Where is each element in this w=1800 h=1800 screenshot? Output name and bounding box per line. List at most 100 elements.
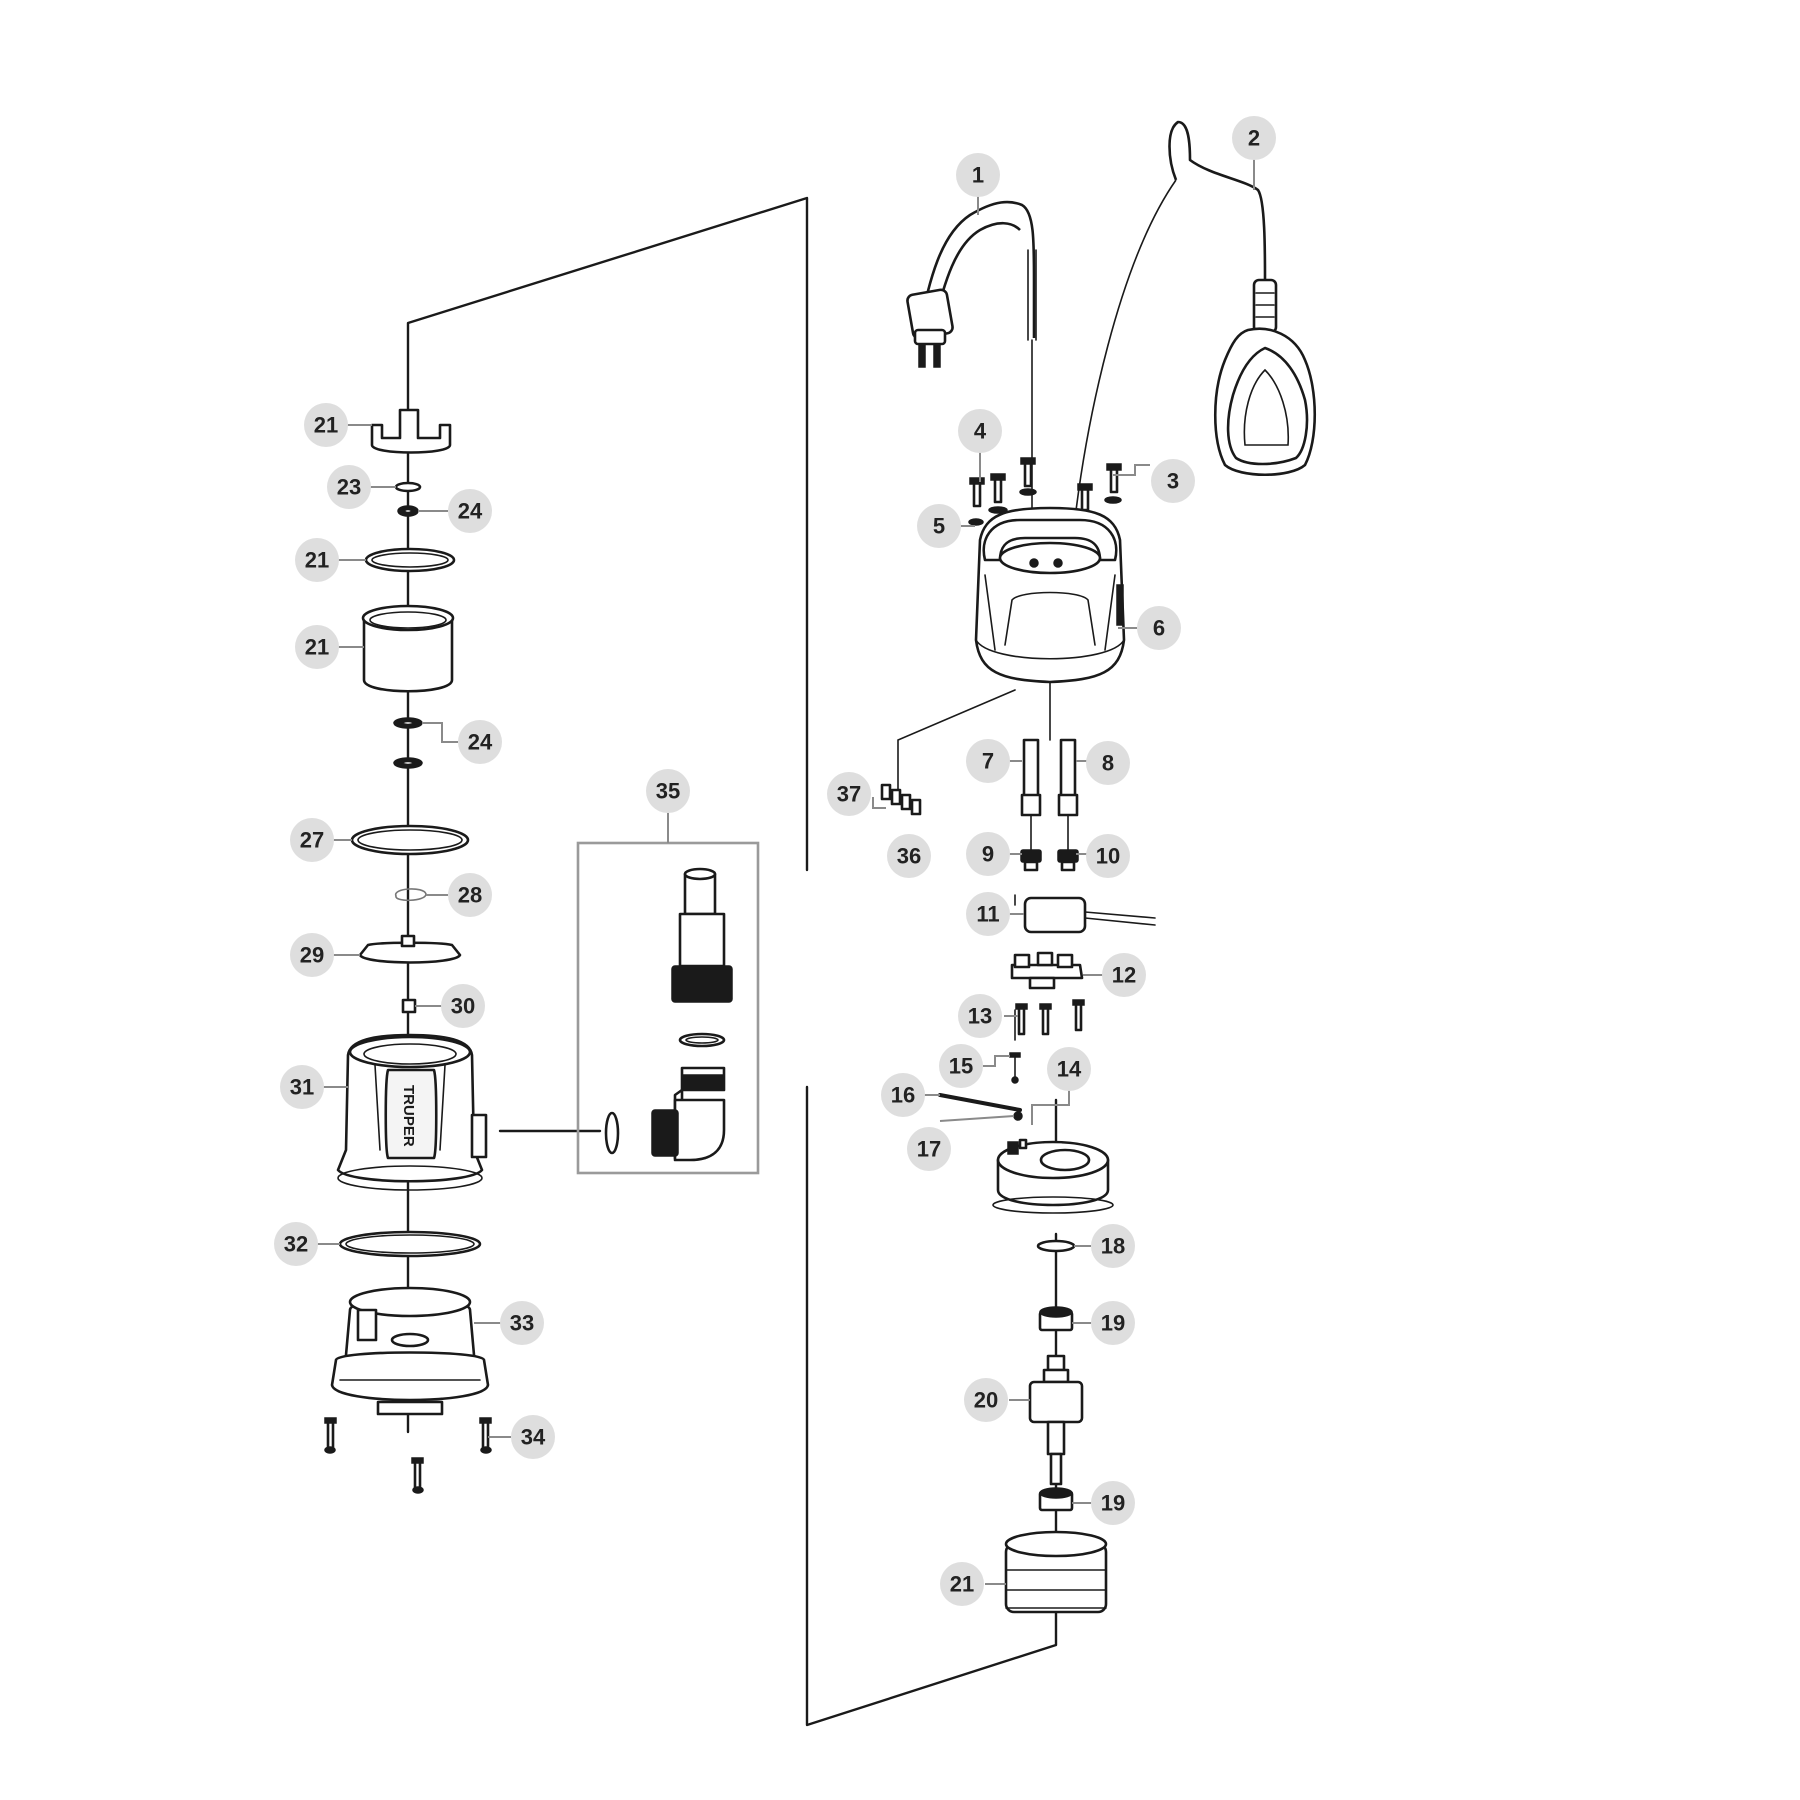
svg-text:12: 12 [1112,963,1136,988]
callout-11: 11 [966,892,1010,936]
callout-8: 8 [1086,741,1130,785]
callout-32: 32 [274,1222,318,1266]
large-o-ring [350,824,470,856]
callout-28: 28 [448,873,492,917]
svg-text:23: 23 [337,475,361,500]
discharge-outlet-kit [604,867,733,1162]
top-screws [968,457,1122,526]
stator-assembly [938,1052,1114,1214]
upper-o-ring [364,547,456,573]
callout-4: 4 [958,409,1002,453]
svg-text:34: 34 [521,1425,546,1450]
svg-text:8: 8 [1102,751,1114,776]
callout-18: 18 [1091,1224,1135,1268]
circlip [395,888,427,902]
callout-17: 17 [907,1127,951,1171]
callout-19-lower: 19 [1091,1481,1135,1525]
callout-24-upper: 24 [448,489,492,533]
svg-text:30: 30 [451,994,475,1019]
svg-text:29: 29 [300,943,324,968]
callout-leaders [317,159,1255,1585]
callout-13: 13 [958,994,1002,1038]
svg-text:24: 24 [458,499,483,524]
callout-23: 23 [327,465,371,509]
svg-text:19: 19 [1101,1311,1125,1336]
callout-6: 6 [1137,606,1181,650]
callout-9: 9 [966,832,1010,876]
impeller-cover [370,408,452,454]
svg-text:33: 33 [510,1311,534,1336]
terminal-tubes [1020,738,1079,817]
svg-text:28: 28 [458,883,482,908]
svg-text:21: 21 [305,548,329,573]
callout-3: 3 [1151,459,1195,503]
svg-text:13: 13 [968,1004,992,1029]
float-switch [1168,120,1316,477]
pump-brand-label: TRUPER [400,1085,417,1147]
callout-10: 10 [1086,834,1130,878]
callout-21-seal-cup: 21 [295,625,339,669]
callout-21-o-ring: 21 [295,538,339,582]
terminal-block [1010,951,1084,990]
svg-text:3: 3 [1167,469,1179,494]
svg-text:36: 36 [897,844,921,869]
motor-housing [974,506,1126,684]
capacitor [1023,896,1156,934]
cable-glands [1020,849,1079,872]
svg-text:20: 20 [974,1388,998,1413]
callout-16: 16 [881,1073,925,1117]
svg-text:21: 21 [950,1572,974,1597]
svg-text:4: 4 [974,419,987,444]
callout-15: 15 [939,1044,983,1088]
svg-text:24: 24 [468,730,493,755]
callout-1: 1 [956,153,1000,197]
callout-5: 5 [917,504,961,548]
svg-text:10: 10 [1096,844,1120,869]
svg-text:17: 17 [917,1137,941,1162]
base-o-ring [338,1230,482,1258]
svg-text:19: 19 [1101,1491,1125,1516]
callout-37: 37 [827,772,871,816]
impeller [358,934,462,964]
wire-connectors [880,783,922,816]
svg-text:5: 5 [933,514,945,539]
rotor-assembly [1004,1239,1108,1614]
svg-text:35: 35 [656,779,680,804]
svg-text:21: 21 [314,413,338,438]
svg-text:15: 15 [949,1054,973,1079]
callout-19-upper: 19 [1091,1301,1135,1345]
callout-27: 27 [290,818,334,862]
callout-36: 36 [887,834,931,878]
callout-35: 35 [646,769,690,813]
svg-text:2: 2 [1248,126,1260,151]
svg-text:37: 37 [837,782,861,807]
callout-2: 2 [1232,116,1276,160]
svg-text:18: 18 [1101,1234,1125,1259]
svg-text:11: 11 [976,902,999,927]
nut [401,998,417,1014]
callout-12: 12 [1102,953,1146,997]
callout-34: 34 [511,1415,555,1459]
pump-body: TRUPER [336,1033,488,1191]
seal-cup [361,604,455,693]
callout-21-impeller-cover: 21 [304,403,348,447]
callout-30: 30 [441,984,485,1028]
callout-29: 29 [290,933,334,977]
seal-rings [393,717,423,769]
svg-text:32: 32 [284,1232,308,1257]
svg-text:6: 6 [1153,616,1165,641]
callout-21-rotor-housing: 21 [940,1562,984,1606]
callout-20: 20 [964,1378,1008,1422]
svg-text:14: 14 [1057,1057,1082,1082]
callout-14: 14 [1047,1047,1091,1091]
svg-text:7: 7 [982,749,994,774]
callout-31: 31 [280,1065,324,1109]
svg-text:9: 9 [982,842,994,867]
svg-text:27: 27 [300,828,324,853]
callout-24-lower: 24 [458,720,502,764]
base-screws [324,1417,492,1494]
svg-text:31: 31 [290,1075,314,1100]
callout-7: 7 [966,739,1010,783]
svg-text:1: 1 [972,163,984,188]
